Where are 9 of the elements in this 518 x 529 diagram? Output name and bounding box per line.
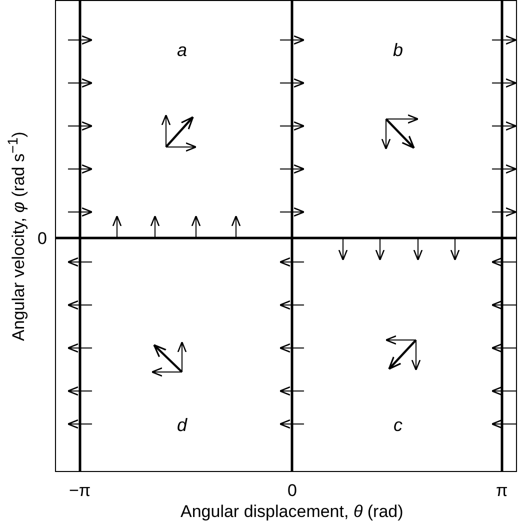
quadrant-label: c bbox=[394, 416, 402, 434]
quadrant-label: b bbox=[393, 41, 404, 59]
quadrant-label: a bbox=[177, 41, 188, 59]
tick-label: 0 bbox=[288, 482, 297, 498]
quadrant-label: d bbox=[177, 416, 188, 434]
tick-label: −π bbox=[69, 482, 91, 498]
axis-title: Angular displacement, θ (rad) bbox=[180, 502, 404, 520]
tick-label: 0 bbox=[38, 230, 47, 246]
tick-label: π bbox=[496, 482, 508, 498]
